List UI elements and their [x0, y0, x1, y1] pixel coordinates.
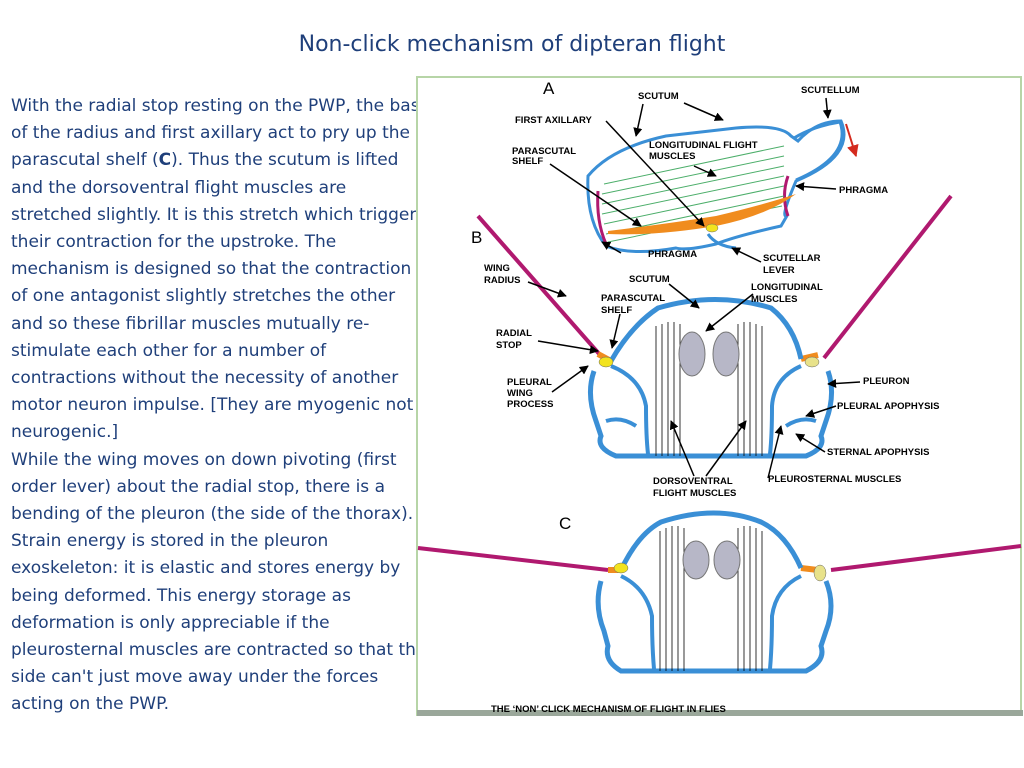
longitudinal-label-b-1: LONGITUDINAL — [751, 282, 823, 293]
scutellar-lever-label-1: SCUTELLAR — [763, 253, 821, 264]
panel-a-letter: A — [543, 79, 555, 98]
panel-b-diagram — [476, 194, 953, 459]
pleural-wing-process-label-2: WING — [507, 388, 533, 399]
dorsoventral-label-1: DORSOVENTRAL — [653, 476, 733, 487]
parascutal-label-a-2: SHELF — [512, 156, 543, 167]
pleural-wing-process-label-3: PROCESS — [507, 399, 553, 410]
panel-c-letter: C — [559, 514, 571, 533]
wing-radius-label-1: WING — [484, 263, 510, 274]
figure-bottom-bar — [417, 710, 1023, 716]
scutellum-label: SCUTELLUM — [801, 85, 860, 96]
paragraph-1-start: With the radial stop resting on the PWP,… — [11, 96, 431, 171]
parascutal-label-a-1: PARASCUTAL — [512, 146, 576, 157]
panel-a-arrows — [549, 97, 837, 263]
wing-radius-label-2: RADIUS — [484, 275, 520, 286]
radial-stop-label-2: STOP — [496, 340, 522, 351]
dorsoventral-label-2: FLIGHT MUSCLES — [653, 488, 736, 499]
longitudinal-label-a-1: LONGITUDINAL FLIGHT — [649, 140, 758, 151]
radial-stop-label-1: RADIAL — [496, 328, 532, 339]
panel-c-reference: C — [158, 150, 172, 171]
first-axillary-label: FIRST AXILLARY — [515, 115, 593, 126]
scutum-label-b: SCUTUM — [629, 274, 670, 285]
pleuron-label: PLEURON — [863, 376, 910, 387]
phragma-label-bottom: PHRAGMA — [648, 249, 697, 260]
panel-b-letter: B — [471, 228, 482, 247]
scutum-label-a: SCUTUM — [638, 91, 679, 102]
longitudinal-label-a-2: MUSCLES — [649, 151, 695, 162]
parascutal-label-b-1: PARASCUTAL — [601, 293, 665, 304]
longitudinal-label-b-2: MUSCLES — [751, 294, 797, 305]
scutellar-lever-label-2: LEVER — [763, 265, 795, 276]
pleurosternal-label: PLEUROSTERNAL MUSCLES — [768, 474, 901, 485]
paragraph-1-end: ). Thus the scutum is lifted and the dor… — [11, 150, 426, 443]
pleural-wing-process-label-1: PLEURAL — [507, 377, 552, 388]
panel-c-diagram — [417, 510, 1022, 674]
parascutal-label-b-2: SHELF — [601, 305, 632, 316]
flight-mechanism-figure: A SCUTUM SCUTELLUM FIRST AXILLARY PARASC… — [416, 76, 1023, 716]
paragraph-1: With the radial stop resting on the PWP,… — [11, 93, 431, 447]
slide-title: Non-click mechanism of dipteran flight — [298, 32, 726, 57]
panel-b-arrows — [527, 281, 861, 479]
panel-a-diagram — [586, 119, 859, 254]
paragraph-2: While the wing moves on down pivoting (f… — [11, 449, 427, 715]
figure-frame — [416, 76, 1022, 716]
pleural-apophysis-label: PLEURAL APOPHYSIS — [837, 401, 939, 412]
body-text: With the radial stop resting on the PWP,… — [11, 93, 431, 719]
phragma-label-right: PHRAGMA — [839, 185, 888, 196]
figure-caption: THE ‘NON’ CLICK MECHANISM OF FLIGHT IN F… — [491, 704, 726, 715]
sternal-apophysis-label: STERNAL APOPHYSIS — [827, 447, 929, 458]
